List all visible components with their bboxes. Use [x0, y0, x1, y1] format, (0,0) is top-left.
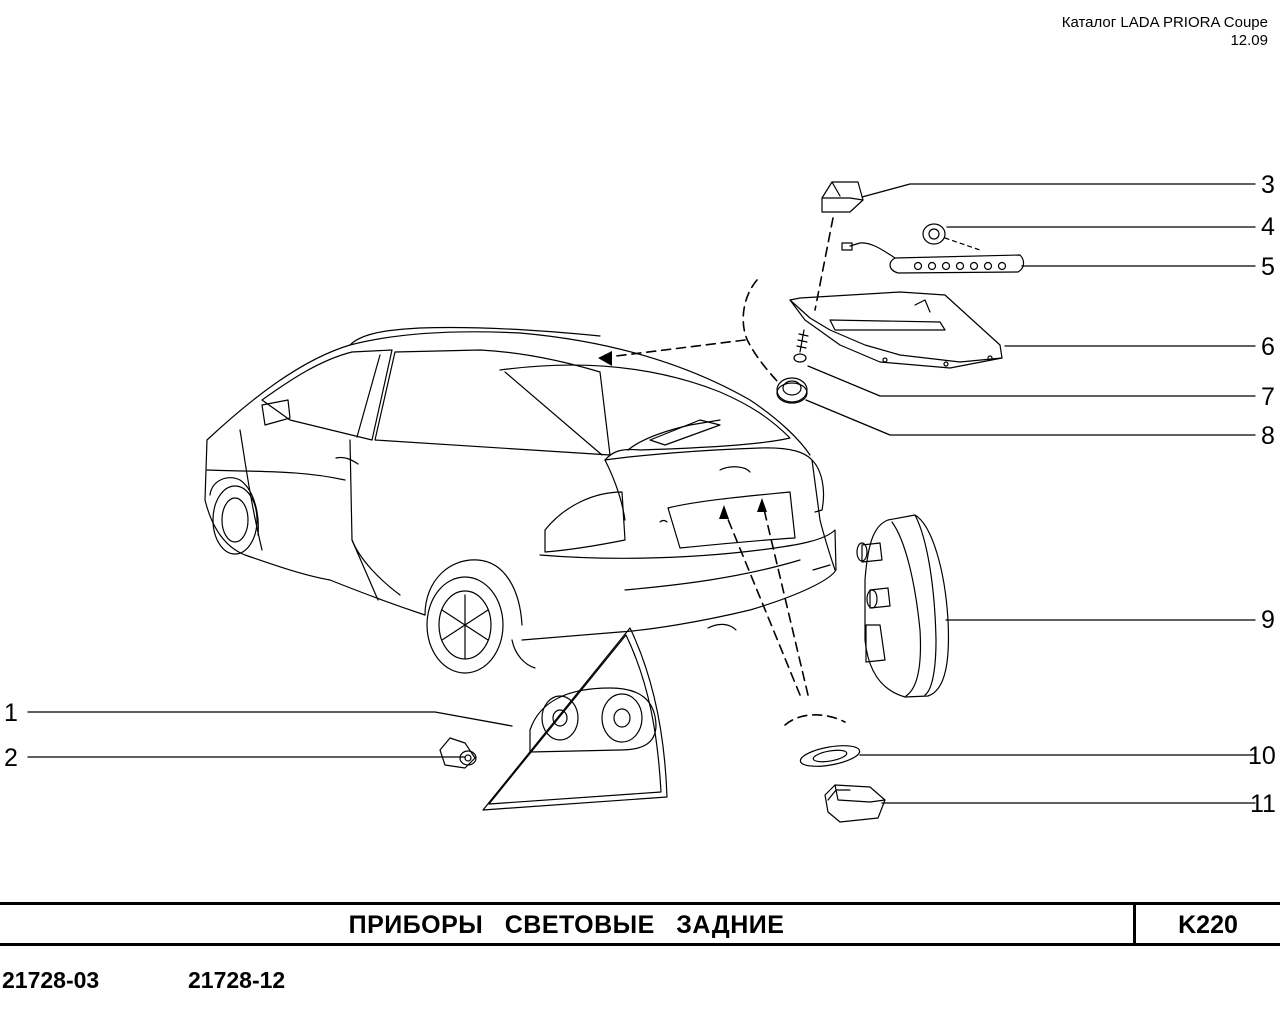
- callout-7: 7: [1261, 383, 1275, 411]
- section-title: ПРИБОРЫ СВЕТОВЫЕ ЗАДНИЕ: [348, 911, 785, 939]
- callout-11: 11: [1250, 790, 1276, 818]
- model-code-2: 21728-12: [188, 967, 286, 993]
- part-2-bulb-holder: [439, 737, 477, 769]
- title-divider: [1133, 905, 1136, 943]
- part-6-lamp-housing: [789, 291, 1003, 369]
- callout-9: 9: [1261, 606, 1275, 634]
- callout-8: 8: [1261, 422, 1275, 450]
- callout-10: 10: [1248, 742, 1276, 770]
- part-10-gasket: [799, 745, 861, 767]
- title-block: ПРИБОРЫ СВЕТОВЫЕ ЗАДНИЕ K220: [0, 902, 1280, 946]
- model-code-1: 21728-03: [2, 967, 100, 993]
- part-4-lamp-holder: [922, 223, 981, 251]
- callout-6: 6: [1261, 333, 1275, 361]
- part-9-rear-lamp-side: [856, 514, 950, 698]
- part-8-grommet: [776, 377, 808, 404]
- part-7-screw: [793, 329, 809, 363]
- part-1-rear-lamp: [482, 627, 668, 811]
- assembly-arrows: [599, 217, 846, 726]
- catalog-title: Каталог LADA PRIORA Coupe: [1061, 14, 1268, 31]
- section-code: K220: [1178, 911, 1238, 939]
- exploded-parts-drawing: [27, 181, 1256, 823]
- part-11-plate-lamp: [824, 784, 886, 823]
- part-3-license-lamp: [821, 181, 864, 213]
- callout-1: 1: [4, 699, 18, 727]
- callout-leaders: [27, 183, 1256, 804]
- catalog-date: 12.09: [1230, 32, 1268, 49]
- car-outline: [204, 326, 837, 674]
- callout-3: 3: [1261, 171, 1275, 199]
- callout-5: 5: [1261, 253, 1275, 281]
- callout-4: 4: [1261, 213, 1275, 241]
- part-5-high-stop-lamp: [841, 242, 1025, 274]
- callout-2: 2: [4, 744, 18, 772]
